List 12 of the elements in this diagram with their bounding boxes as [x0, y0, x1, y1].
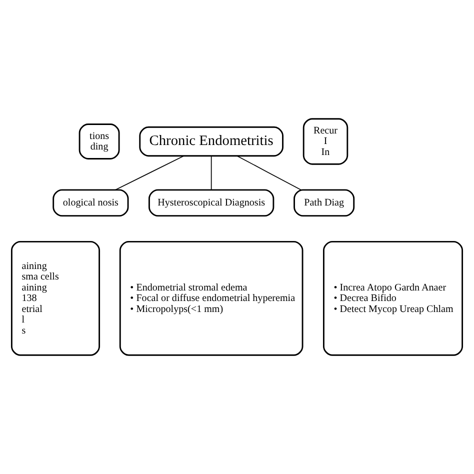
node-box: • Endometrial stromal edema • Focal or diffuse endometrial hyperemia • Micropolyps(<1 mm): [119, 240, 304, 356]
node-box: Recur I In: [302, 118, 348, 165]
node-box: tions ding: [78, 124, 120, 160]
node-box: Chronic Endometritis: [139, 126, 284, 157]
connector: [236, 156, 302, 190]
connector: [210, 156, 212, 190]
node-box: aining sma cells aining 138 etrial l s: [10, 240, 100, 356]
connector: [114, 156, 184, 190]
node-box: • Increa Atopo Gardn Anaer • Decrea Bifido • Detect Mycop Ureap Chlam: [323, 240, 464, 356]
node-box: ological nosis: [52, 189, 129, 217]
node-box: Path Diag: [294, 189, 355, 217]
node-box: Hysteroscopical Diagnosis: [148, 189, 274, 217]
